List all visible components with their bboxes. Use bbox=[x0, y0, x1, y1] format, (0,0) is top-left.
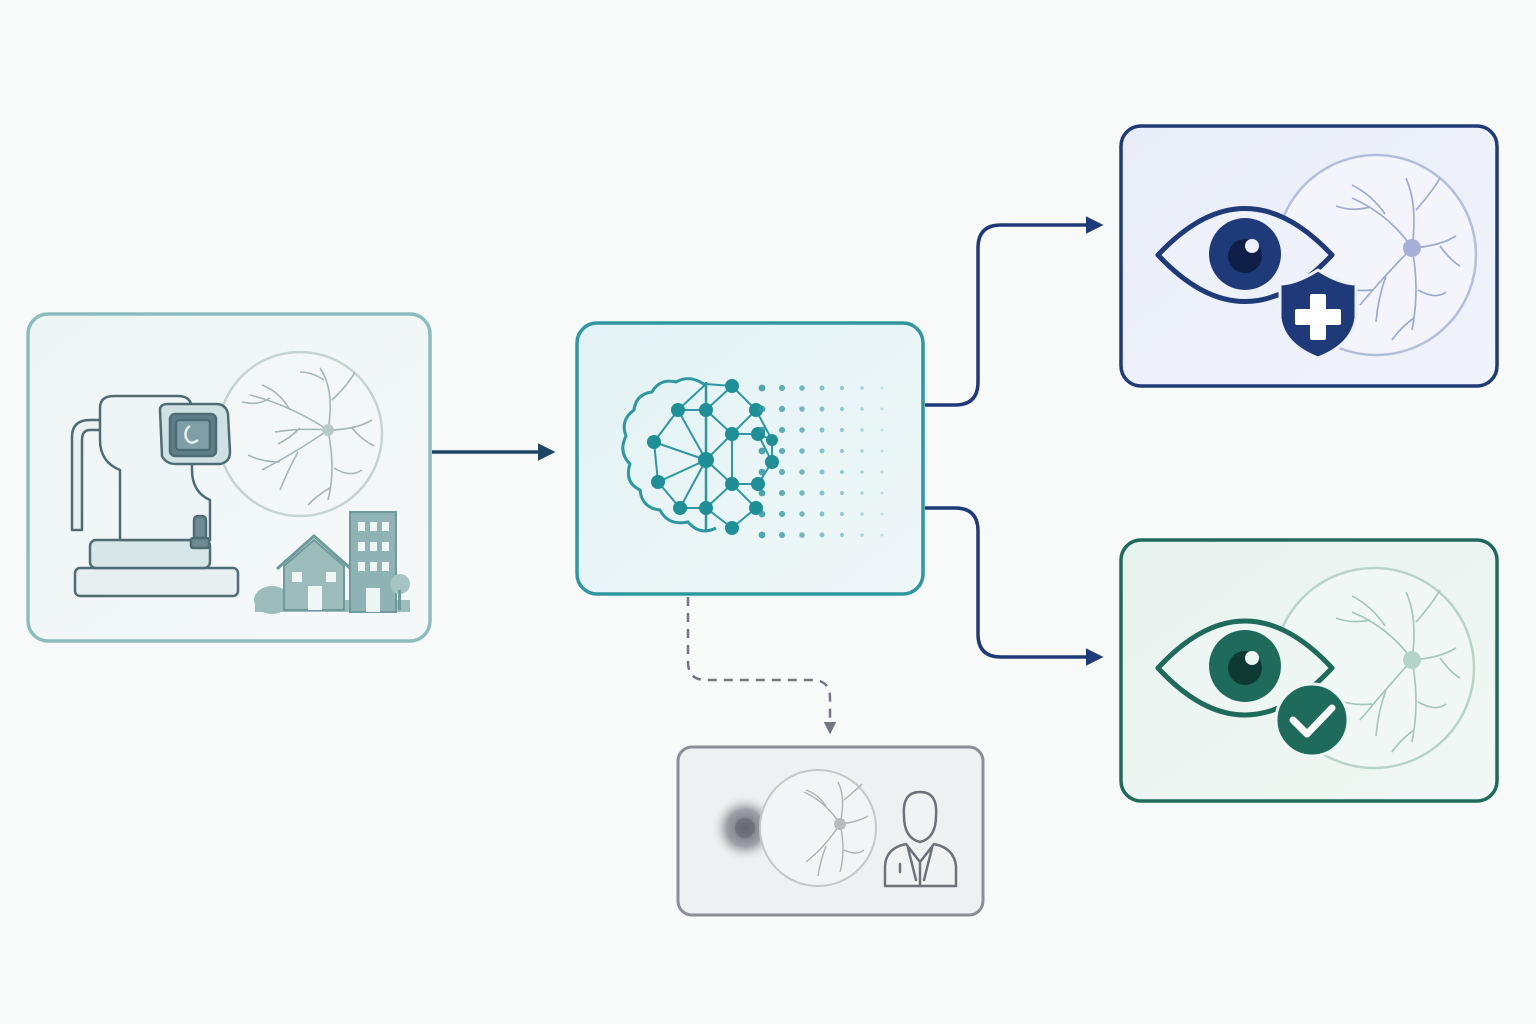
data-particle bbox=[839, 448, 845, 454]
retina-icon bbox=[759, 769, 877, 887]
data-particle bbox=[799, 427, 805, 433]
normal-node bbox=[1119, 538, 1499, 803]
data-particle bbox=[778, 510, 786, 518]
data-particle bbox=[778, 405, 786, 413]
fundus-camera-icon bbox=[70, 394, 240, 598]
data-particle bbox=[778, 531, 786, 539]
data-particle bbox=[819, 469, 825, 475]
data-particle bbox=[819, 511, 825, 517]
data-particle bbox=[860, 449, 864, 453]
clinician-icon bbox=[883, 790, 958, 888]
building-icon bbox=[349, 511, 410, 613]
check-badge-icon bbox=[1274, 682, 1350, 758]
data-particle bbox=[758, 468, 766, 476]
shield-plus-icon bbox=[1278, 268, 1358, 360]
edge-ai-to-normal bbox=[925, 506, 1104, 666]
data-particle bbox=[880, 449, 884, 453]
retina-icon bbox=[216, 350, 384, 518]
data-particle bbox=[839, 511, 845, 517]
data-particle bbox=[839, 406, 845, 412]
data-particle bbox=[819, 532, 825, 538]
data-particle bbox=[799, 511, 805, 517]
data-particle bbox=[839, 385, 845, 391]
data-particles-icon bbox=[758, 384, 884, 539]
data-particle bbox=[839, 490, 845, 496]
data-particle bbox=[758, 384, 766, 392]
data-particle bbox=[799, 490, 805, 496]
ai-node bbox=[575, 321, 925, 596]
data-particle bbox=[860, 533, 864, 537]
data-particle bbox=[860, 407, 864, 411]
edge-ai-to-referral bbox=[925, 216, 1104, 407]
data-particle bbox=[860, 386, 864, 390]
data-particle bbox=[860, 428, 864, 432]
data-particle bbox=[819, 427, 825, 433]
data-particle bbox=[778, 489, 786, 497]
ungradable-node bbox=[676, 745, 985, 917]
data-particle bbox=[839, 427, 845, 433]
data-particle bbox=[880, 491, 884, 495]
data-particle bbox=[758, 489, 766, 497]
data-particle bbox=[778, 447, 786, 455]
eye-icon bbox=[1155, 206, 1335, 304]
data-particle bbox=[799, 448, 805, 454]
referral-node bbox=[1119, 124, 1499, 388]
data-particle bbox=[758, 531, 766, 539]
data-particle bbox=[880, 407, 884, 411]
data-particle bbox=[799, 469, 805, 475]
data-particle bbox=[880, 428, 884, 432]
data-particle bbox=[778, 426, 786, 434]
data-particle bbox=[839, 532, 845, 538]
data-particle bbox=[860, 512, 864, 516]
data-particle bbox=[819, 448, 825, 454]
brain-network-icon bbox=[621, 377, 779, 535]
data-particle bbox=[778, 468, 786, 476]
data-particle bbox=[880, 512, 884, 516]
data-particle bbox=[860, 470, 864, 474]
data-particle bbox=[839, 469, 845, 475]
edge-ai-to-ungradable bbox=[686, 597, 837, 735]
data-particle bbox=[819, 406, 825, 412]
data-particle bbox=[758, 510, 766, 518]
data-particle bbox=[880, 386, 884, 390]
data-particle bbox=[778, 384, 786, 392]
data-particle bbox=[880, 470, 884, 474]
data-particle bbox=[860, 491, 864, 495]
houses-icon bbox=[254, 533, 410, 614]
capture-node bbox=[26, 312, 432, 643]
data-particle bbox=[880, 533, 884, 537]
data-particle bbox=[819, 490, 825, 496]
data-particle bbox=[799, 532, 805, 538]
data-particle bbox=[758, 426, 766, 434]
data-particle bbox=[758, 447, 766, 455]
data-particle bbox=[758, 405, 766, 413]
data-particle bbox=[799, 406, 805, 412]
data-particle bbox=[819, 385, 825, 391]
data-particle bbox=[799, 385, 805, 391]
